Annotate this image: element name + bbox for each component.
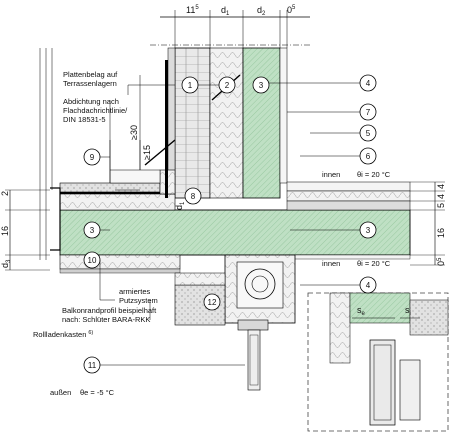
label-innen-top: innen — [322, 170, 340, 179]
svg-text:3: 3 — [90, 226, 95, 235]
svg-text:11: 11 — [88, 361, 97, 370]
label-putzsystem: Putzsystem — [119, 296, 158, 305]
marker-3-right: 3 — [359, 221, 377, 239]
marker-4-top: 4 — [359, 74, 377, 92]
svg-text:4: 4 — [366, 79, 371, 88]
label-theta-bottom: θi = 20 °C — [357, 259, 391, 268]
svg-text:12: 12 — [208, 298, 217, 307]
marker-3-top: 3 — [252, 76, 270, 94]
dim-right-05: 05 — [436, 257, 446, 266]
dim-top-d2: d2 — [257, 5, 266, 17]
label-armiertes: armiertes — [119, 287, 151, 296]
dim-left-2: 2 — [0, 191, 10, 196]
label-abdichtung-2: Flachdachrichtlinie/ — [63, 106, 128, 115]
svg-text:8: 8 — [191, 192, 196, 201]
marker-7: 7 — [359, 103, 377, 121]
marker-4-bottom: 4 — [359, 276, 377, 294]
dim-left-d3: d3 — [0, 259, 12, 268]
label-se: se — [357, 305, 366, 317]
label-theta-aussen: θe = -5 °C — [80, 388, 115, 397]
dim-ge30: ≥30 — [129, 125, 139, 140]
label-innen-bottom: innen — [322, 259, 340, 268]
svg-text:7: 7 — [366, 108, 371, 117]
svg-text:9: 9 — [90, 153, 95, 162]
roller-shutter-area — [174, 254, 296, 391]
marker-11: 11 — [83, 356, 101, 374]
upper-wall — [167, 47, 288, 199]
marker-3-left: 3 — [83, 221, 101, 239]
leader-lines — [99, 82, 360, 366]
label-balkon-2: nach: Schlüter BARA-RKK — [62, 315, 150, 324]
terrace-buildup — [50, 60, 176, 251]
svg-text:6: 6 — [366, 152, 371, 161]
dim-right-16: 16 — [436, 228, 446, 238]
dim-right-4b: 4 — [436, 194, 446, 199]
marker-5: 5 — [359, 124, 377, 142]
left-facade-lines — [39, 48, 53, 260]
svg-text:5: 5 — [366, 129, 371, 138]
marker-12: 12 — [203, 293, 221, 311]
annotation-labels: Plattenbelag auf Terrassenlagern Abdicht… — [33, 70, 411, 397]
dim-top-d1: d1 — [221, 5, 230, 17]
svg-text:3: 3 — [259, 81, 264, 90]
label-balkon-1: Balkonrandprofil beispielhaft — [62, 306, 157, 315]
dim-right-5: 5 — [436, 203, 446, 208]
marker-10: 10 — [83, 251, 101, 269]
label-abdichtung-3: DIN 18531-5 — [63, 115, 106, 124]
dim-right-4a: 4 — [436, 184, 446, 189]
dim-d1-inner: d1 — [174, 201, 186, 210]
svg-text:1: 1 — [188, 81, 193, 90]
dim-ge15: ≥15 — [142, 145, 152, 160]
dim-top-11: 115 — [186, 5, 199, 15]
inner-dimensions: ≥30 ≥15 d1 — [109, 75, 186, 210]
marker-1: 1 — [181, 76, 199, 94]
label-si: si — [405, 305, 411, 317]
right-dimension-chain: 4 4 5 16 05 — [410, 181, 446, 266]
dim-top-05: 05 — [287, 5, 296, 15]
marker-2: 2 — [218, 76, 236, 94]
floor-slab — [59, 181, 411, 274]
svg-text:3: 3 — [366, 226, 371, 235]
label-abdichtung-1: Abdichtung nach — [63, 97, 119, 106]
top-dimension-chain: 115 d1 d2 05 — [150, 5, 310, 48]
left-dimension-chain: 2 16 d3 — [0, 189, 50, 271]
label-theta-top: θi = 20 °C — [357, 170, 391, 179]
marker-6: 6 — [359, 147, 377, 165]
marker-8: 8 — [184, 187, 202, 205]
marker-9: 9 — [83, 148, 101, 166]
label-aussen: außen — [50, 388, 71, 397]
inset-detail — [307, 292, 449, 432]
svg-text:10: 10 — [88, 256, 97, 265]
dim-left-16: 16 — [0, 226, 10, 236]
svg-text:4: 4 — [366, 281, 371, 290]
label-plattenbelag-1: Plattenbelag auf — [63, 70, 118, 79]
label-plattenbelag-2: Terrassenlagern — [63, 79, 117, 88]
svg-text:2: 2 — [225, 81, 230, 90]
